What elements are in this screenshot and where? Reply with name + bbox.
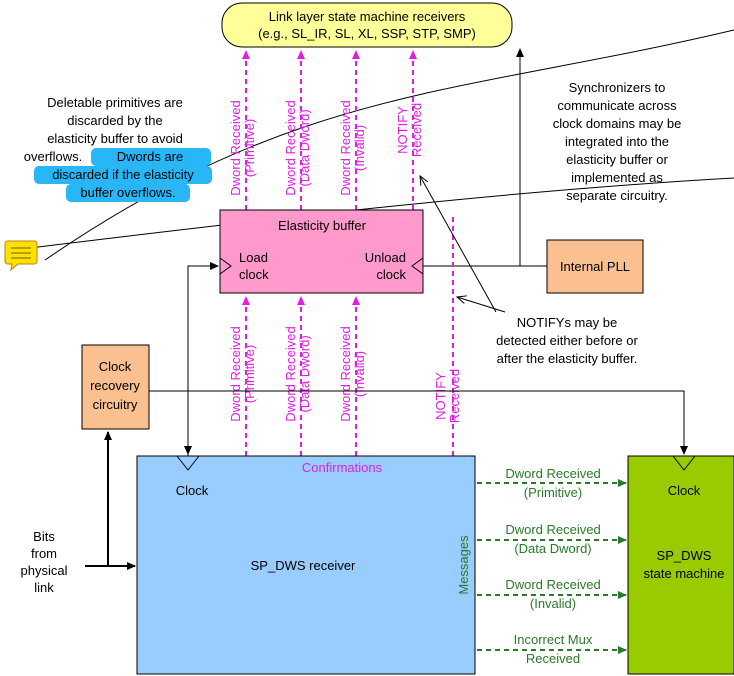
lower-signal-labels: Dword Received (Primitive) Dword Receive… [228,326,462,423]
clock-domain-boundary-lower [29,177,734,249]
note-line: Deletable primitives are [47,95,183,110]
upper-signal-label: Dword Received [283,100,298,195]
message-sublabel: (Invalid) [530,596,576,611]
note-line: after the elasticity buffer. [497,351,638,366]
elasticity-buffer-title: Elasticity buffer [278,218,367,233]
receiver-clock-label: Clock [176,483,209,498]
bits-label: link [34,580,54,595]
lower-signal-label: Dword Received [338,326,353,421]
bits-label: physical [21,563,68,578]
note-line: elasticity buffer to avoid [47,131,183,146]
highlight-line: buffer overflows. [80,185,175,200]
unload-clock-label: clock [376,267,406,282]
note-line: separate circuitry. [566,188,668,203]
highlight-box [34,166,212,184]
message-label: Incorrect Mux [514,632,593,647]
upper-signal-labels: Dword Received (Primitive) Dword Receive… [228,100,424,195]
load-clock-triangle [219,257,232,275]
notify-note: NOTIFYs may be detected either before or… [420,176,638,366]
message-label: Dword Received [505,577,600,592]
link-layer-examples: (e.g., SL_IR, SL, XL, SSP, STP, SMP) [258,26,476,41]
message-sublabel: Received [526,651,580,666]
internal-pll: Internal PLL [546,239,644,294]
note-line: detected either before or [496,333,638,348]
receiver-name: SP_DWS receiver [251,558,356,573]
message-sublabel: (Data Dword) [514,541,591,556]
lower-signal-sublabel: (Primitive) [242,345,257,404]
note-line: discarded by the [67,113,162,128]
upper-signal-sublabel: (Invalid) [352,125,367,171]
upper-signal-arrows [242,50,417,210]
note-line: communicate across [557,98,677,113]
bits-input: Bits from physical link [21,529,68,595]
note-line: implemented as [571,170,663,185]
lower-signal-sublabel: Received [447,369,462,423]
notify-pointer-lower [457,297,506,313]
state-machine-name: state machine [644,566,725,581]
clock-recovery-label: circuitry [93,397,138,412]
note-line: elasticity buffer or [566,152,668,167]
unload-clock-triangle [411,257,424,275]
lower-signal-label: Dword Received [283,326,298,421]
internal-pll-label: Internal PLL [560,259,630,274]
message-sublabel: (Primitive) [524,485,583,500]
upper-signal-label: Dword Received [228,100,243,195]
clock-recovery-label: Clock [99,359,132,374]
message-label: Dword Received [505,522,600,537]
message-labels: Dword Received (Primitive) Dword Receive… [505,466,600,666]
lower-signal-arrows [242,214,454,456]
unload-clock-label: Unload [365,250,406,265]
load-clock-label: Load [239,250,268,265]
lower-signal-label: NOTIFY [433,372,448,420]
messages-label: Messages [456,535,471,595]
upper-signal-sublabel: Received [409,103,424,157]
upper-signal-sublabel: (Primitive) [242,119,257,178]
note-line: overflows. [24,149,83,164]
recovered-clock-line [149,390,688,455]
state-machine-clock-triangle [672,455,696,471]
load-clock-feed [187,262,219,456]
clock-recovery-circuitry: Clock recovery circuitry [81,344,150,430]
note-line: clock domains may be [553,116,682,131]
receiver-clock-triangle [176,455,200,471]
bits-label: from [31,546,57,561]
message-label: Dword Received [505,466,600,481]
highlight-box [91,148,211,166]
highlight-line: discarded if the elasticity [52,167,194,182]
sp-dws-state-machine: Clock SP_DWS state machine [627,455,734,675]
elasticity-buffer: Elasticity buffer Load clock Unload cloc… [219,209,424,294]
sp-dws-receiver: Clock Confirmations SP_DWS receiver Mess… [136,455,476,675]
notify-pointer-upper [420,176,497,313]
state-machine-name: SP_DWS [657,548,712,563]
synchronizers-note: Synchronizers to communicate across cloc… [553,80,682,203]
lower-signal-sublabel: (Invalid) [352,351,367,397]
note-line: Synchronizers to [569,80,666,95]
upper-signal-label: Dword Received [338,100,353,195]
link-layer-receivers-box: Link layer state machine receivers (e.g.… [221,2,513,48]
message-arrows [477,479,627,654]
link-layer-title: Link layer state machine receivers [269,9,466,24]
upper-signal-label: NOTIFY [395,106,410,154]
lower-signal-sublabel: (Data Dword) [297,335,312,412]
clock-recovery-label: recovery [90,378,140,393]
lower-signal-label: Dword Received [228,326,243,421]
deletable-primitives-note: Deletable primitives are discarded by th… [24,95,212,202]
note-line: NOTIFYs may be [517,315,617,330]
comment-icon[interactable] [4,240,38,272]
state-machine-clock-label: Clock [668,483,701,498]
bits-label: Bits [33,529,55,544]
highlight-box [66,184,190,202]
upper-signal-sublabel: (Data Dword) [297,109,312,186]
note-line: integrated into the [565,134,669,149]
highlight-line: Dwords are [117,149,183,164]
load-clock-label: clock [239,267,269,282]
confirmations-label: Confirmations [302,460,383,475]
